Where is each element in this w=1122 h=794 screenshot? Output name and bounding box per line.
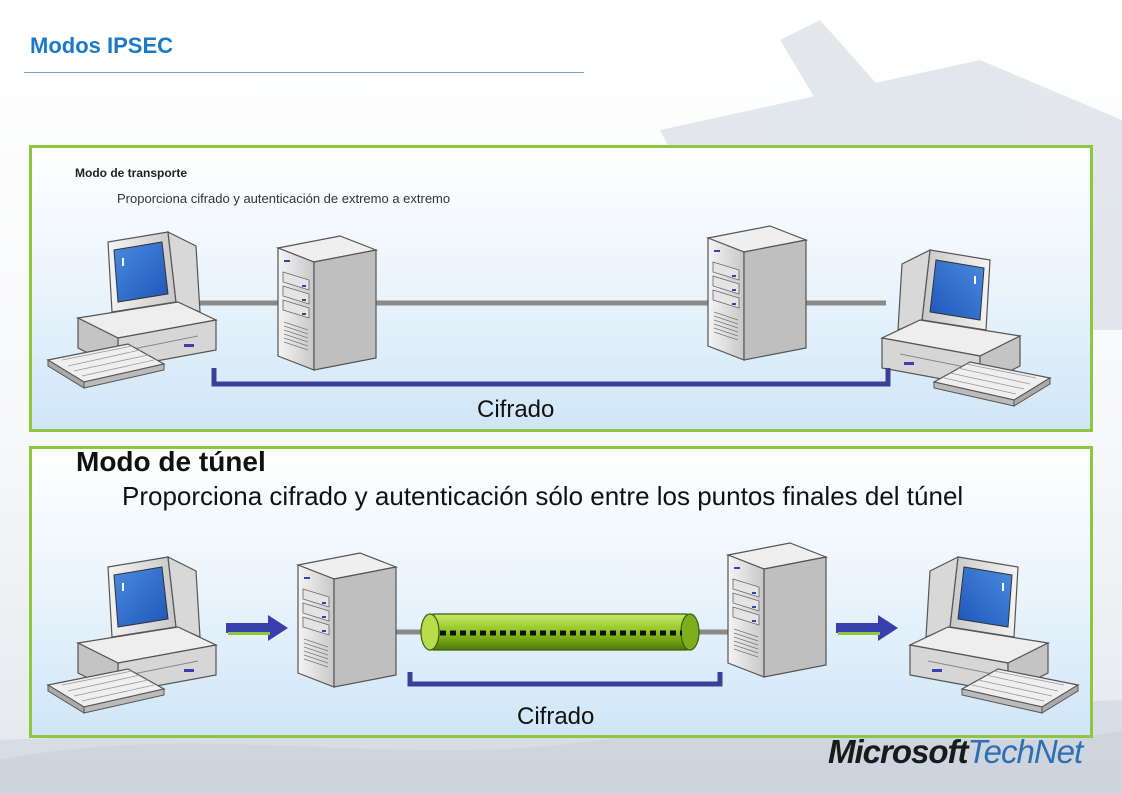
transport-encrypted-label: Cifrado — [477, 396, 555, 423]
tunnel-mode-description: Proporciona cifrado y autenticación sólo… — [122, 481, 964, 511]
microsoft-technet-logo: MicrosoftTechNet — [828, 733, 1084, 771]
transport-mode-heading: Modo de transporte — [75, 166, 188, 180]
tunnel-gateway-left-icon — [297, 552, 397, 688]
logo-brand: Microsoft — [828, 733, 968, 770]
tunnel-encrypted-bracket — [407, 672, 723, 687]
tunnel-diagram — [47, 542, 1079, 714]
tunnel-encrypted-label: Cifrado — [517, 703, 595, 730]
tunnel-mode-panel — [29, 446, 1093, 738]
transport-encrypted-bracket — [211, 368, 891, 387]
tunnel-mode-heading: Modo de túnel — [76, 446, 266, 477]
tunnel-arrow-right-icon — [836, 615, 898, 641]
tunnel-arrow-left-icon — [226, 615, 288, 641]
transport-destination-computer-icon — [881, 249, 1051, 407]
tunnel-destination-computer-icon — [909, 556, 1079, 714]
tunnel-gateway-right-icon — [727, 542, 827, 678]
transport-diagram — [47, 225, 1051, 407]
transport-server-left-icon — [277, 235, 377, 371]
logo-product: TechNet — [967, 733, 1084, 770]
transport-mode-description: Proporciona cifrado y autenticación de e… — [117, 191, 451, 206]
tunnel-client-computer-icon — [47, 556, 217, 714]
encrypted-tunnel-icon — [420, 613, 700, 651]
page-title: Modos IPSEC — [30, 33, 174, 58]
transport-client-computer-icon — [47, 231, 217, 389]
transport-server-right-icon — [707, 225, 807, 361]
title-divider — [24, 72, 584, 73]
